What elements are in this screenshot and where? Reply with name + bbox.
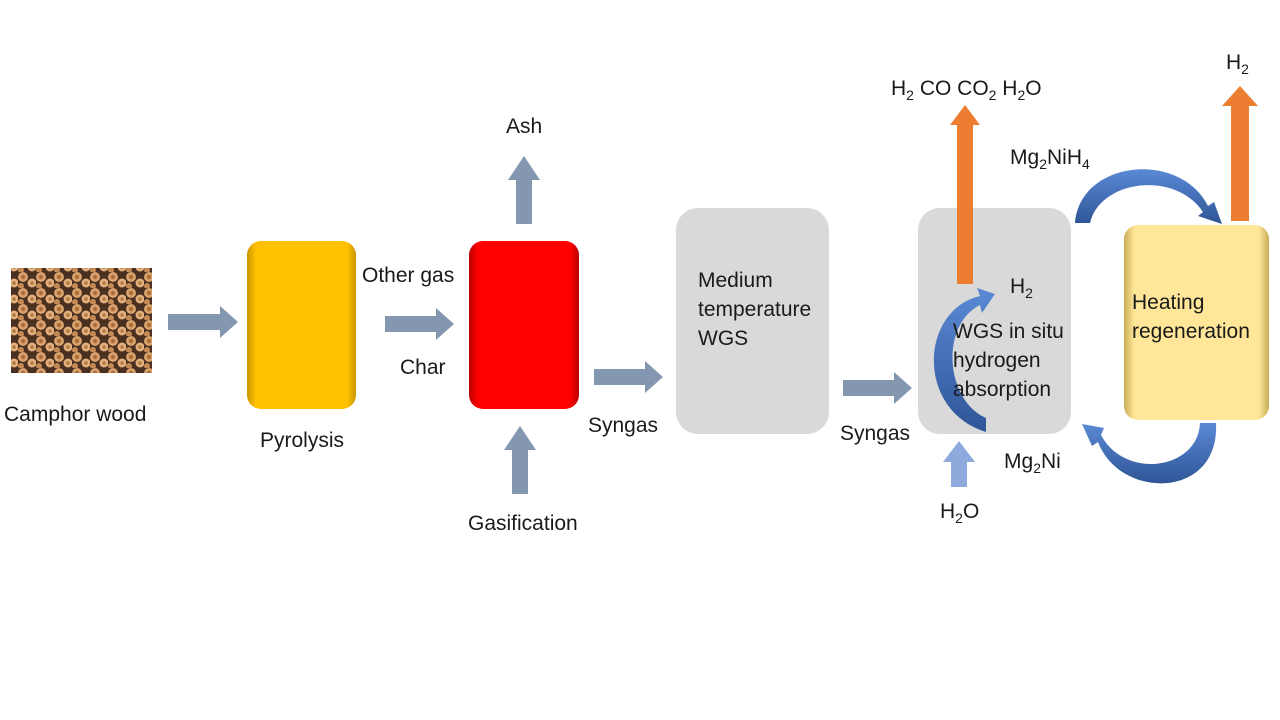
h2-product-label: H2 bbox=[1226, 51, 1249, 77]
syngas-label-1: Syngas bbox=[588, 414, 659, 437]
gas-mix-label: H2 CO CO2 H2O bbox=[891, 77, 1042, 103]
gasification-label: Gasification bbox=[468, 512, 578, 535]
arrow-syngas-to-insitu bbox=[843, 372, 912, 404]
medium-wgs-line-2: temperature bbox=[698, 298, 812, 321]
medium-wgs-block bbox=[676, 208, 829, 434]
arrow-pyrolysis-to-gasification bbox=[385, 308, 454, 340]
mg2ni-label: Mg2Ni bbox=[1004, 450, 1061, 476]
curved-arrow-h2-absorption bbox=[933, 288, 995, 432]
cycle-arrow-bottom bbox=[1082, 423, 1217, 484]
wgs-insitu-line-1: WGS in situ bbox=[953, 320, 1064, 343]
heating-regeneration-text: Heating regeneration bbox=[1132, 288, 1250, 346]
wgs-insitu-text: WGS in situ hydrogen absorption bbox=[953, 317, 1064, 404]
arrow-wood-to-pyrolysis bbox=[168, 306, 238, 338]
arrow-h2o-feed bbox=[943, 441, 975, 487]
ash-label: Ash bbox=[506, 115, 543, 138]
heating-regeneration-line-1: Heating bbox=[1132, 291, 1205, 314]
medium-wgs-line-1: Medium bbox=[698, 269, 773, 292]
char-label: Char bbox=[400, 356, 446, 379]
gasification-block bbox=[469, 241, 579, 409]
medium-wgs-text: Medium temperature WGS bbox=[698, 266, 811, 353]
arrow-ash-up bbox=[508, 156, 540, 224]
syngas-label-2: Syngas bbox=[840, 422, 911, 445]
pyrolysis-block bbox=[247, 241, 356, 409]
pyrolysis-label: Pyrolysis bbox=[260, 429, 345, 452]
camphor-wood-label: Camphor wood bbox=[4, 403, 147, 426]
arrow-gasification-agent-up bbox=[504, 426, 536, 494]
wgs-insitu-line-2: hydrogen bbox=[953, 349, 1041, 372]
wgs-insitu-block bbox=[918, 208, 1071, 434]
arrow-h2-out bbox=[1222, 86, 1258, 221]
medium-wgs-line-3: WGS bbox=[698, 327, 749, 350]
camphor-wood-image bbox=[11, 268, 152, 373]
heating-regeneration-line-2: regeneration bbox=[1132, 320, 1250, 343]
arrow-syngas-to-wgs bbox=[594, 361, 663, 393]
mg2nih4-label: Mg2NiH4 bbox=[1010, 146, 1090, 172]
heating-regeneration-block bbox=[1124, 225, 1269, 420]
h2-inner-label: H2 bbox=[1010, 275, 1033, 301]
wgs-insitu-line-3: absorption bbox=[953, 378, 1052, 401]
cycle-arrow-top bbox=[1075, 169, 1222, 224]
arrow-gas-mix-out bbox=[950, 105, 980, 284]
other-gas-label: Other gas bbox=[362, 264, 455, 287]
h2o-feed-label: H2O bbox=[940, 500, 980, 526]
